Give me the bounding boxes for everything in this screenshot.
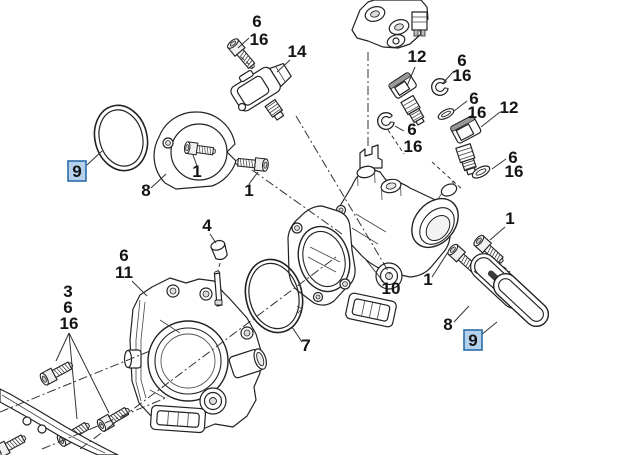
callout-8-right-plate[interactable]: 8 — [443, 315, 452, 334]
callouts: 6 16 14 9 8 1 1 12 6 16 6 16 12 6 16 6 1… — [60, 12, 524, 355]
dashed-leaders — [217, 56, 511, 282]
callout-16-seal-c[interactable]: 16 — [505, 162, 524, 181]
part-top-bracket — [351, 0, 429, 49]
part-cover-11 — [123, 270, 267, 434]
callout-6-sensor-bolt[interactable]: 6 — [252, 12, 261, 31]
part-throttle-body-10 — [287, 144, 459, 328]
callout-3-bolts[interactable]: 3 — [63, 282, 72, 301]
callout-8-left-plate[interactable]: 8 — [141, 181, 150, 200]
callout-4-cap[interactable]: 4 — [202, 216, 212, 235]
part-bolt-edge — [0, 431, 29, 455]
callout-6-seal-d[interactable]: 6 — [407, 120, 416, 139]
callout-14-sensor[interactable]: 14 — [288, 42, 307, 61]
callout-6-seal-c[interactable]: 6 — [508, 148, 517, 167]
callout-1-right-bolt-low[interactable]: 1 — [423, 270, 432, 289]
callout-9-right-highlighted[interactable]: 9 — [463, 329, 483, 351]
callout-16-bolts[interactable]: 16 — [60, 314, 79, 333]
assembly-axis-lines — [0, 52, 391, 450]
callout-16-sensor-bolt[interactable]: 16 — [250, 30, 269, 49]
callout-9-right[interactable]: 9 — [468, 331, 477, 350]
part-cap-4 — [210, 239, 228, 261]
callout-12-injector-b[interactable]: 12 — [500, 98, 519, 117]
part-bolt-3-c — [95, 403, 133, 434]
callout-7-oring[interactable]: 7 — [301, 336, 310, 355]
callout-1-plate-bolt[interactable]: 1 — [192, 162, 201, 181]
part-bolt-3-a — [38, 358, 76, 387]
callout-10-body[interactable]: 10 — [382, 279, 401, 298]
callout-6-bolts[interactable]: 6 — [63, 298, 72, 317]
callout-16-seal-b[interactable]: 16 — [468, 103, 487, 122]
callout-9-left[interactable]: 9 — [72, 162, 81, 181]
callout-11-cover[interactable]: 11 — [115, 263, 133, 282]
part-seal-6-c — [471, 165, 491, 179]
highlight-box[interactable] — [67, 160, 87, 182]
part-oring-9-right — [492, 272, 550, 328]
callout-6-seal-a[interactable]: 6 — [457, 51, 466, 70]
callout-6-seal-b[interactable]: 6 — [469, 89, 478, 108]
part-seal-6-b — [437, 108, 455, 120]
part-injector-12-a — [388, 72, 425, 126]
callout-16-seal-d[interactable]: 16 — [404, 137, 423, 156]
part-oring-7 — [244, 258, 304, 334]
callout-1-left-bolt[interactable]: 1 — [244, 181, 253, 200]
part-plate-8-left — [153, 111, 237, 190]
part-sensor-14 — [230, 62, 292, 121]
part-bolt-1-left — [234, 155, 270, 173]
callout-16-seal-a[interactable]: 16 — [453, 66, 472, 85]
part-injector-12-b — [450, 115, 482, 176]
callout-9-left-highlighted[interactable]: 9 — [67, 160, 87, 182]
part-snap-ring-6-a — [429, 76, 451, 98]
callout-leader-lines — [55, 37, 507, 420]
callout-1-right-bolt-top[interactable]: 1 — [505, 209, 514, 228]
part-snap-ring-6-d — [375, 110, 397, 132]
highlight-box[interactable] — [463, 329, 483, 351]
part-oring-9-left — [93, 104, 149, 172]
callout-6-cover[interactable]: 6 — [119, 246, 128, 265]
callout-12-injector-a[interactable]: 12 — [408, 47, 427, 66]
